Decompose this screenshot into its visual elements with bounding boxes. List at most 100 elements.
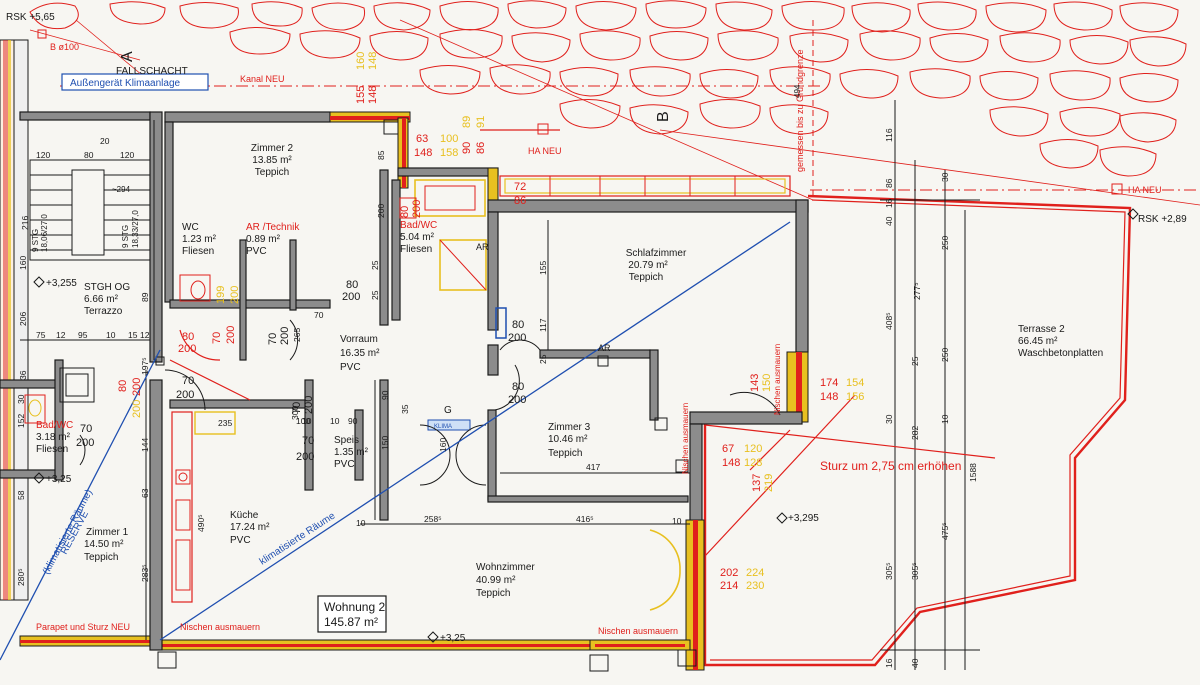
stair-top-label: ~294 (112, 185, 131, 194)
room-name: Küche (230, 510, 259, 521)
dim-label: 283⁵ (140, 564, 150, 582)
win-label: 230 (746, 580, 764, 592)
room-area: 0.89 m² (246, 234, 281, 245)
win-label: 150 (761, 374, 773, 392)
win-label: 143 (749, 374, 761, 392)
level-rsk-top: RSK +5,65 (6, 12, 55, 23)
stair-label-2: 9 STG (121, 225, 130, 248)
room-floor: Teppich (548, 448, 582, 459)
staircase (29, 159, 151, 261)
door-w: 80 (512, 381, 524, 393)
win-label: 148 (367, 86, 379, 104)
room-name: Bad/WC (400, 220, 437, 231)
room-name: Zimmer 3 (548, 422, 591, 433)
win-label: 90 (461, 142, 473, 154)
dim-label: 16 (884, 198, 894, 208)
stair-label-1: 9 STG (31, 229, 40, 252)
dim-label: 40 (910, 658, 920, 668)
room-area: 17.24 m² (230, 522, 270, 533)
door-w: 70 (182, 375, 194, 387)
win-label: 214 (720, 580, 738, 592)
door-h: 200 (411, 200, 423, 218)
room-name: AR /Technik (246, 222, 300, 233)
dim-label: 90 (348, 416, 358, 426)
nischen-label-1: Nischen ausmauern (180, 622, 260, 632)
win-label: 200 (131, 400, 143, 418)
room-floor: Teppich (84, 552, 118, 563)
win-label: 160 (355, 52, 367, 70)
room-floor: PVC (340, 362, 361, 373)
room-wohnzimmer: Wohnzimmer 40.99 m² Teppich (476, 562, 535, 599)
dim-label: 10 (672, 516, 682, 526)
door-w: 80 (182, 331, 194, 343)
section-b-label: B (655, 111, 672, 122)
dim-label: 197⁵ (140, 357, 150, 375)
door-w: 80 (399, 206, 411, 218)
walls (0, 111, 809, 671)
dim-label: 75 (36, 330, 46, 340)
dim-label: 35 (400, 404, 410, 414)
dim-label: 25 (370, 290, 380, 300)
dim-label: 216 (20, 216, 30, 230)
dim-label: 120 (36, 150, 50, 160)
win-label: 148 (367, 52, 379, 70)
ar-label: AR (476, 242, 489, 252)
terrace-outline (703, 194, 1132, 667)
dim-label: 258⁵ (424, 514, 442, 524)
room-name: Zimmer 2 (251, 143, 294, 154)
dim-label: 20 (100, 136, 110, 146)
win-label: 148 (820, 391, 838, 403)
g-label: G (444, 405, 452, 416)
dim-label: 30 (884, 414, 894, 424)
dim-label: 408⁵ (884, 312, 894, 330)
level-wohn: +3,25 (440, 633, 466, 644)
dim-label: 160 (18, 256, 28, 270)
dim-label: 144 (140, 438, 150, 452)
door-h: 200 (76, 437, 94, 449)
win-label: 224 (746, 567, 764, 579)
door-h: 200 (303, 396, 315, 414)
dim-label: 10 (302, 416, 312, 426)
win-label: 91 (475, 116, 487, 128)
room-bad-wc: Bad/WC 5.04 m² Fliesen (400, 220, 437, 255)
ha-neu-label-2: HA NEU (1128, 185, 1162, 195)
room-area: 14.50 m² (84, 539, 124, 550)
room-vorraum: Vorraum 16.35 m² PVC (340, 334, 380, 373)
stair-label-2b: 18,33/27,0 (131, 210, 140, 248)
dim-label: 206 (18, 312, 28, 326)
ha-neu-marker-2 (1111, 183, 1123, 195)
win-label: 158 (440, 147, 458, 159)
dim-label: 155 (538, 261, 548, 275)
room-ar-technik: AR /Technik 0.89 m² PVC (246, 222, 300, 257)
ar2-label: AR (598, 343, 611, 353)
dim-label: 160 (438, 438, 448, 452)
nischen-label-3: Nischen ausmauern (681, 403, 690, 474)
win-label: 100 (440, 133, 458, 145)
stair-label-1b: 18,06/27,0 (40, 214, 49, 252)
win-label: 156 (846, 391, 864, 403)
room-floor: PVC (230, 535, 251, 546)
dim-label: 89 (140, 292, 150, 302)
room-floor: PVC (334, 459, 355, 470)
kanal-neu-label: Kanal NEU (240, 74, 285, 84)
win-label: 72 (514, 181, 526, 193)
dim-label: 250 (940, 236, 950, 250)
klimatisierte-label-1: klimatisierte Räume (258, 510, 338, 567)
room-terrasse2: Terrasse 2 66.45 m² Waschbetonplatten (1018, 324, 1103, 359)
dim-label: 10 (356, 518, 366, 528)
nischen-label-2: Nischen ausmauern (598, 626, 678, 636)
apartment-name: Wohnung 2 (324, 600, 385, 614)
win-label: 120 (744, 443, 762, 455)
door-h: 200 (225, 326, 237, 344)
win-label: 137 (751, 474, 763, 492)
win-label: 154 (846, 377, 864, 389)
door-h: 200 (296, 451, 314, 463)
level-terrace: +3,295 (788, 513, 819, 524)
door-w: 70 (291, 402, 303, 414)
room-zimmer2: Zimmer 2 13.85 m² Teppich (251, 143, 294, 178)
room-floor: Teppich (629, 272, 663, 283)
win-label: 155 (355, 86, 367, 104)
dimension-labels: 120 80 120 20 216 160 89 206 75 12 95 10… (16, 128, 978, 668)
dim-label: 305⁵ (884, 562, 894, 580)
level-bad-left: +3,25 (46, 474, 72, 485)
